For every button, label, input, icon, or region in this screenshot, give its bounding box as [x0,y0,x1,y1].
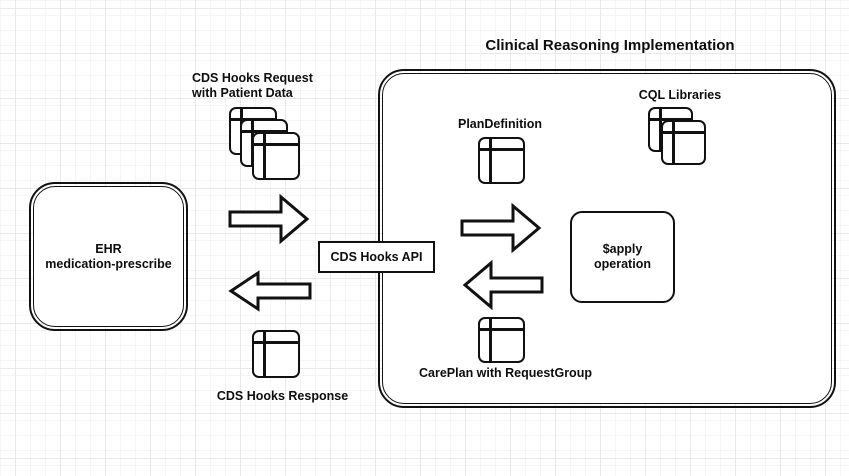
table-document-icon [661,120,706,165]
clinical-reasoning-container-inner [382,73,832,404]
cds-hooks-response-label: CDS Hooks Response [216,389,349,403]
apply-operation-label-line2: operation [594,257,651,271]
inner-response-arrow-left-icon [462,259,544,311]
cds-hooks-request-label: CDS Hooks Request with Patient Data [192,71,313,101]
plandefinition-table-icon [478,137,525,184]
request-arrow-right-icon [228,193,310,245]
response-arrow-left-icon [228,270,312,312]
plandefinition-label: PlanDefinition [457,117,543,131]
diagram-title: Clinical Reasoning Implementation [485,37,735,54]
request-document-stack [229,107,304,182]
ehr-node-label-line2: medication-prescribe [45,256,172,271]
careplan-label: CarePlan with RequestGroup [419,366,592,380]
apply-operation-label-line1: $apply [602,242,643,256]
cds-hooks-api-box: CDS Hooks API [318,241,435,273]
cql-libraries-label: CQL Libraries [638,88,722,102]
cql-libraries-document-stack [648,107,710,169]
ehr-node: EHR medication-prescribe [29,182,188,331]
careplan-table-icon [478,317,525,363]
inner-request-arrow-right-icon [460,202,542,254]
cds-hooks-api-label: CDS Hooks API [330,249,423,264]
clinical-reasoning-container [378,69,836,408]
ehr-node-inner: EHR medication-prescribe [33,186,184,327]
cds-hooks-request-label-line1: CDS Hooks Request [192,71,313,85]
ehr-node-label-line1: EHR [95,241,122,256]
table-document-icon [252,132,300,180]
cds-hooks-request-label-line2: with Patient Data [192,86,293,100]
response-table-icon [252,330,300,378]
apply-operation-node: $apply operation [570,211,675,303]
